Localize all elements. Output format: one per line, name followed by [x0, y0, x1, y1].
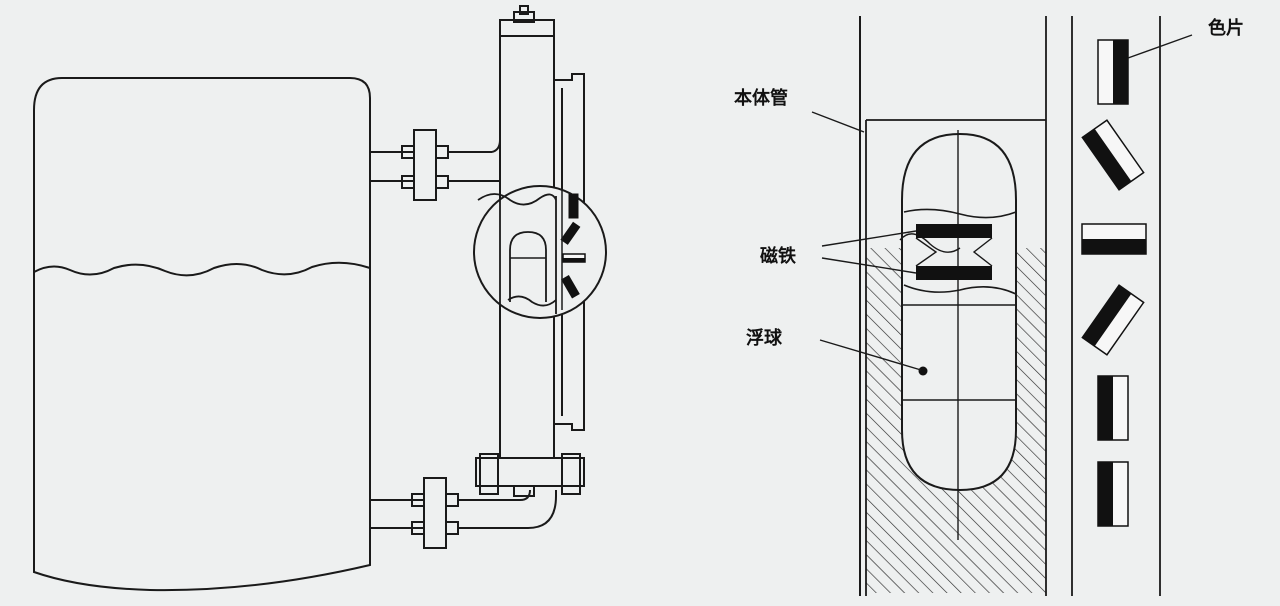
magnet-top [916, 224, 992, 238]
upper-connection [370, 129, 501, 201]
tank-liquid-surface [33, 261, 371, 277]
bottom-flange [475, 457, 585, 487]
color-plate-3 [1081, 223, 1147, 255]
label-body-tube: 本体管 [734, 88, 788, 109]
tank [33, 77, 371, 592]
detail-circle [473, 185, 607, 319]
color-plate-4 [1081, 284, 1145, 356]
color-plate-column [1071, 16, 1161, 596]
float-ball [899, 130, 1017, 540]
leader-body-tube [811, 111, 865, 133]
upper-flange [413, 129, 437, 201]
lower-connection [370, 477, 557, 549]
leader-magnet-2 [821, 257, 917, 274]
color-plate-1 [1097, 39, 1129, 105]
leader-color-plate [1127, 34, 1193, 59]
mini-float [509, 231, 547, 302]
leader-float [819, 339, 922, 371]
tank-body [33, 77, 371, 592]
leader-lines [811, 34, 1193, 371]
magnet-bottom [916, 266, 992, 280]
leader-magnet-1 [821, 230, 917, 247]
color-plate-5 [1097, 375, 1129, 441]
label-float: 浮球 [746, 328, 782, 349]
float-dot [918, 366, 928, 376]
lower-flange [423, 477, 447, 549]
float-outline [901, 132, 1017, 492]
label-magnet: 磁铁 [760, 246, 796, 267]
label-color-plate: 色片 [1208, 18, 1244, 39]
color-plate-2 [1081, 119, 1145, 191]
color-plate-6 [1097, 461, 1129, 527]
